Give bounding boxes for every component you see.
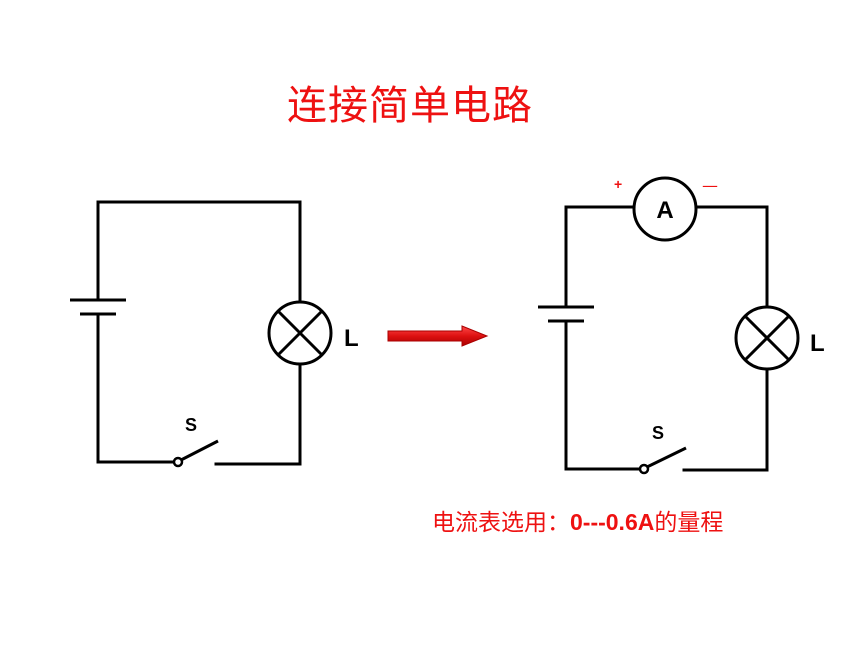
left-circuit: L S [70, 200, 359, 468]
range-note-value: 0---0.6A [570, 509, 655, 535]
right-battery [538, 305, 594, 323]
left-wire-bottom-left [96, 314, 176, 464]
arrow-icon [387, 325, 489, 347]
ammeter: A [632, 176, 698, 242]
left-lamp [267, 300, 333, 366]
right-lamp [734, 305, 800, 371]
ammeter-plus-terminal: + [614, 176, 622, 192]
left-switch-label: S [185, 415, 197, 435]
page-title: 连接简单电路 [287, 83, 533, 129]
range-note-prefix: 电流表选用： [432, 510, 570, 536]
right-circuit: A + — L S [538, 176, 825, 475]
right-wire-top-left [564, 205, 636, 308]
ammeter-range-note: 电流表选用：0---0.6A的量程 [432, 506, 723, 539]
left-lamp-label: L [344, 325, 359, 352]
left-battery [70, 298, 126, 316]
right-wire-top-right [694, 205, 769, 310]
right-lamp-label: L [810, 330, 825, 357]
range-note-suffix: 的量程 [654, 510, 724, 536]
left-wire-top [96, 200, 302, 304]
right-switch [638, 446, 687, 475]
left-switch [172, 439, 219, 468]
ammeter-label: A [656, 197, 673, 224]
right-wire-bottom-left [564, 320, 642, 471]
right-switch-label: S [652, 423, 664, 443]
ammeter-minus-terminal: — [702, 176, 718, 195]
